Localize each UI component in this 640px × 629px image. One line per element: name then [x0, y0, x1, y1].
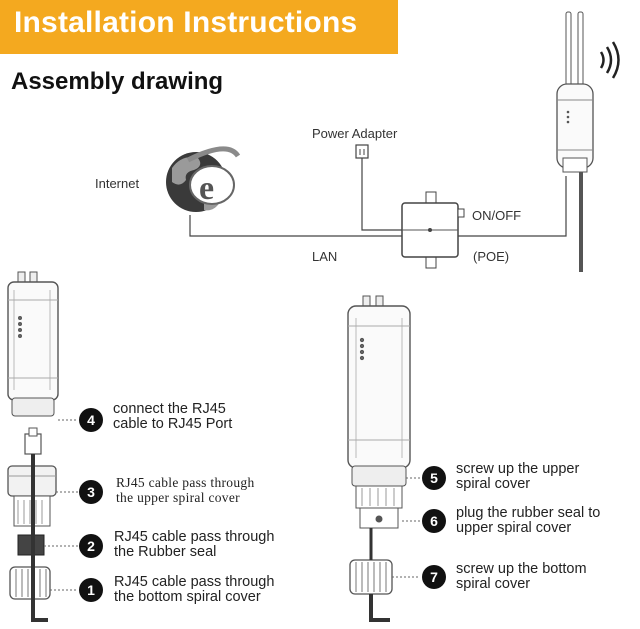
outdoor-access-point-icon — [556, 11, 594, 173]
power-plug-icon — [355, 144, 369, 159]
step-2-line2: the Rubber seal — [114, 544, 217, 560]
step-6-text: plug the rubber seal to upper spiral cov… — [456, 506, 600, 536]
step-1-text: RJ45 cable pass through the bottom spira… — [114, 575, 274, 605]
page-title: Installation Instructions — [14, 6, 358, 39]
step-6-badge: 6 — [422, 509, 446, 533]
step-2-line1: RJ45 cable pass through — [114, 529, 275, 545]
internet-globe-icon: e — [166, 146, 241, 212]
step-2-badge: 2 — [79, 534, 103, 558]
svg-text:e: e — [199, 170, 214, 207]
power-adapter-label: Power Adapter — [312, 126, 398, 141]
step-4-line1: connect the RJ45 — [113, 401, 226, 417]
assembled-device-right — [347, 295, 411, 595]
step-3-line2: the upper spiral cover — [116, 490, 240, 505]
step-3-text: RJ45 cable pass through the upper spiral… — [116, 475, 255, 505]
step-5-text: screw up the upper spiral cover — [456, 462, 579, 492]
step-5-line2: spiral cover — [456, 476, 531, 492]
step-7-line1: screw up the bottom — [456, 561, 587, 577]
step-7-badge: 7 — [422, 565, 446, 589]
step-3-line1: RJ45 cable pass through — [116, 475, 255, 490]
step-1-badge: 1 — [79, 578, 103, 602]
poe-label: (POE) — [473, 249, 510, 264]
step-1-line2: the bottom spiral cover — [114, 589, 261, 605]
lan-label: LAN — [312, 249, 338, 264]
step-1-line1: RJ45 cable pass through — [114, 574, 275, 590]
step-2-text: RJ45 cable pass through the Rubber seal — [114, 530, 274, 560]
title-banner: Installation Instructions — [0, 0, 398, 54]
step-5-badge: 5 — [422, 466, 446, 490]
poe-injector-icon — [401, 191, 465, 269]
internet-label: Internet — [95, 176, 140, 191]
step-7-text: screw up the bottom spiral cover — [456, 562, 587, 592]
wifi-signal-icon — [599, 41, 620, 79]
step-6-line1: plug the rubber seal to — [456, 505, 601, 521]
step-6-line2: upper spiral cover — [456, 520, 572, 536]
exploded-device-left — [7, 271, 59, 600]
step-4-text: connect the RJ45 cable to RJ45 Port — [113, 402, 232, 432]
step-4-line2: cable to RJ45 Port — [113, 416, 233, 432]
on-off-label: ON/OFF — [472, 208, 522, 223]
step-4-badge: 4 — [79, 408, 103, 432]
step-3-badge: 3 — [79, 480, 103, 504]
step-7-line2: spiral cover — [456, 576, 531, 592]
step-5-line1: screw up the upper — [456, 461, 580, 477]
section-subtitle: Assembly drawing — [11, 68, 224, 95]
